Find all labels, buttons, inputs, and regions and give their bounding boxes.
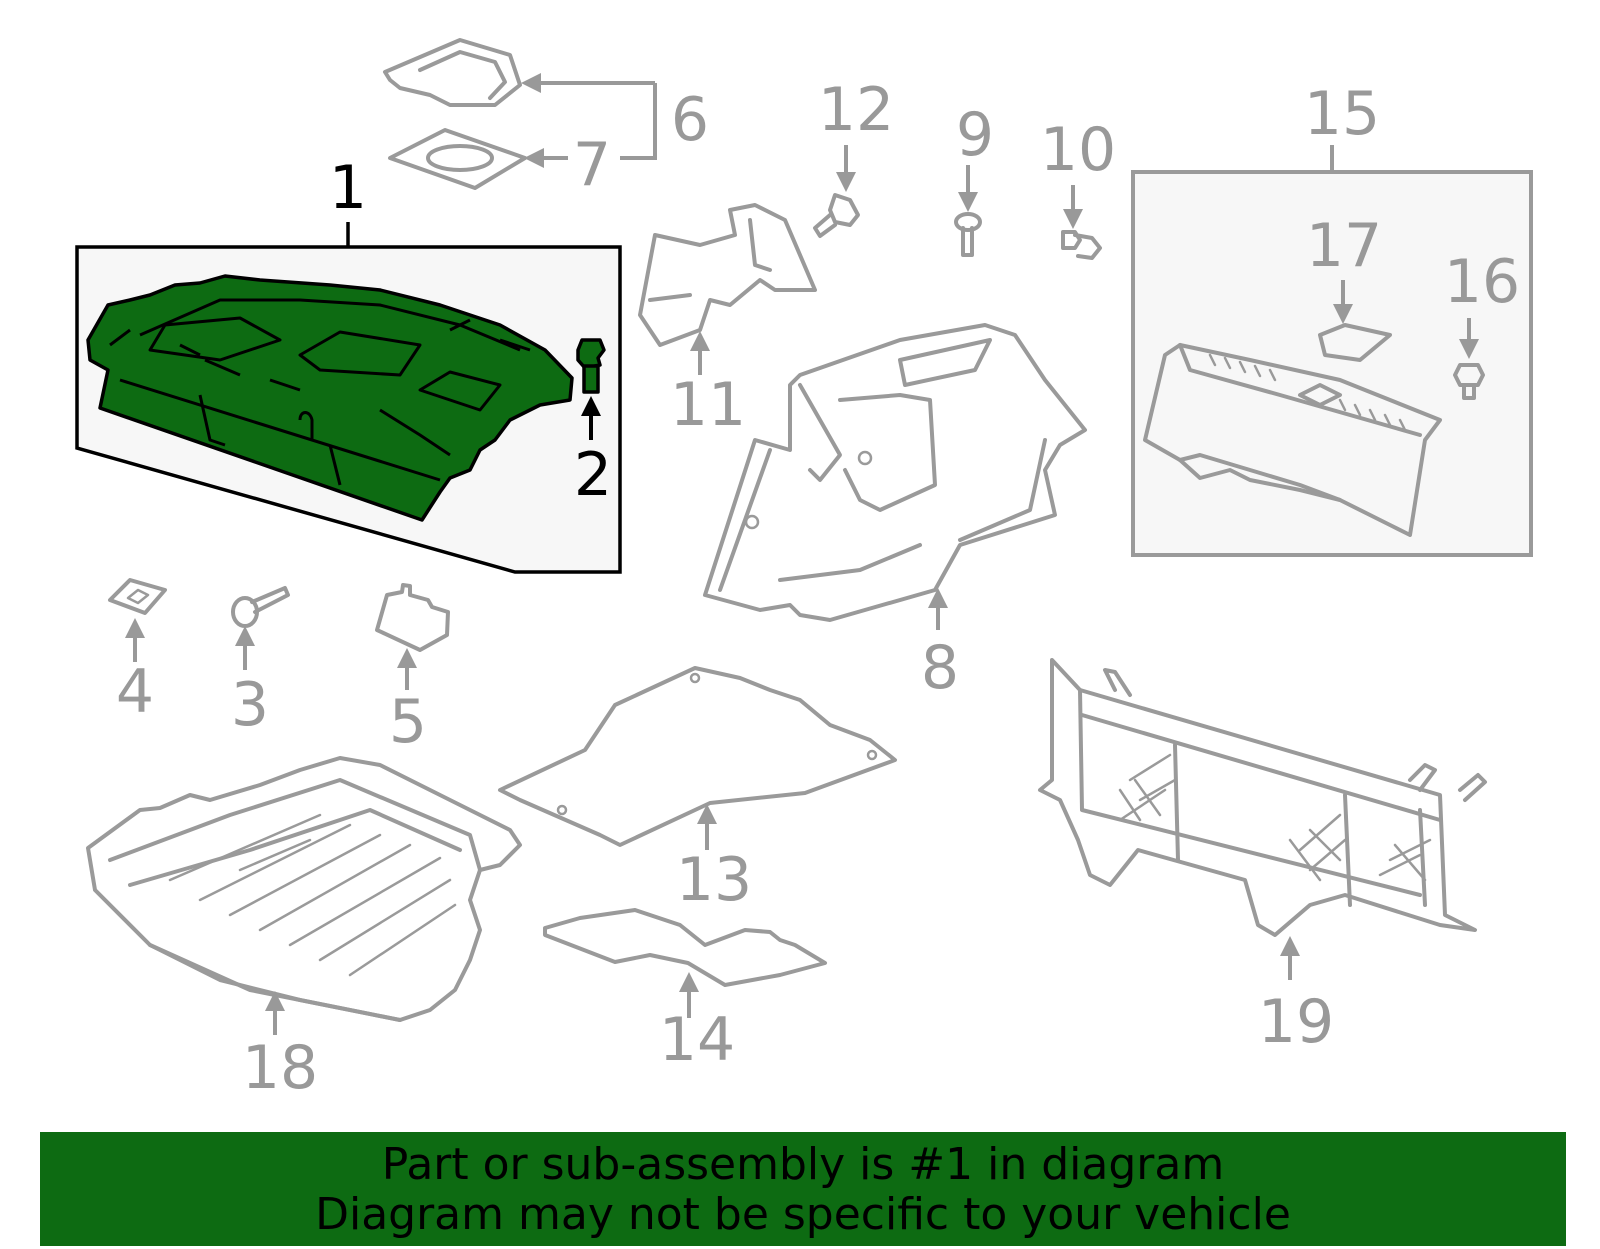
callout-15: 15: [1304, 79, 1380, 149]
callout-10: 10: [1040, 115, 1116, 185]
banner-line-2: Diagram may not be specific to your vehi…: [315, 1189, 1291, 1240]
part-9-pin[interactable]: [954, 212, 982, 257]
callout-14: 14: [659, 1005, 735, 1075]
callout-1: 1: [329, 153, 367, 223]
callout-12: 12: [818, 75, 894, 145]
callout-19: 19: [1258, 987, 1334, 1057]
part-1-rear-shelf-assembly[interactable]: [75, 222, 622, 574]
part-7-pad[interactable]: [388, 128, 527, 190]
callout-16: 16: [1444, 247, 1520, 317]
info-banner: Part or sub-assembly is #1 in diagram Di…: [40, 1132, 1566, 1246]
callout-5: 5: [389, 687, 427, 757]
part-4-clip[interactable]: [108, 578, 167, 615]
part-15-trim-assembly[interactable]: [1131, 145, 1533, 557]
part-17-pad[interactable]: [1318, 323, 1392, 362]
callout-4: 4: [116, 657, 154, 727]
callout-11: 11: [670, 370, 746, 440]
part-16-bolt[interactable]: [1453, 363, 1485, 400]
callout-8: 8: [921, 633, 959, 703]
part-11-bracket[interactable]: [638, 203, 817, 347]
part-3-screw[interactable]: [231, 586, 290, 628]
banner-line-1: Part or sub-assembly is #1 in diagram: [381, 1139, 1225, 1190]
part-2-bolt[interactable]: [576, 338, 606, 394]
part-6-cover[interactable]: [383, 38, 522, 107]
part-12-clip[interactable]: [813, 193, 860, 238]
callout-13: 13: [676, 845, 752, 915]
callout-7: 7: [573, 130, 611, 200]
part-13-floor-cover[interactable]: [498, 666, 897, 847]
callout-9: 9: [956, 100, 994, 170]
callout-6: 6: [671, 85, 709, 155]
part-5-retainer[interactable]: [375, 583, 450, 652]
part-18-trunk-mat[interactable]: [86, 756, 522, 1022]
callout-3: 3: [231, 670, 269, 740]
part-14-trim-strip[interactable]: [543, 908, 827, 987]
part-10-bolt[interactable]: [1061, 230, 1102, 260]
callout-18: 18: [242, 1033, 318, 1103]
callout-17: 17: [1306, 211, 1382, 281]
callout-2: 2: [574, 440, 612, 510]
part-8-side-trim[interactable]: [703, 323, 1087, 622]
part-19-rack[interactable]: [1038, 658, 1487, 937]
